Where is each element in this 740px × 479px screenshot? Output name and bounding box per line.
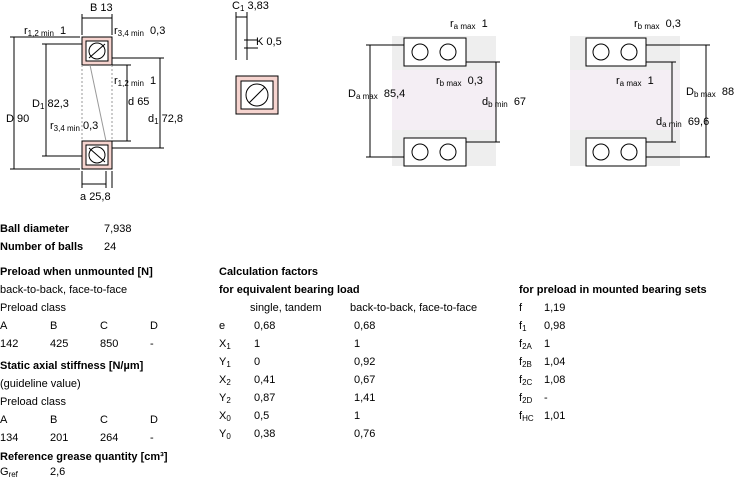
calc-value-single: 0 [254,356,261,368]
abutment-drawing-2 [570,36,710,167]
stiffness-value-A: 134 [0,432,19,444]
calc-symbol: Y0 [219,428,231,441]
calc-value-pair: 0,67 [354,374,376,386]
grease-title: Reference grease quantity [cm³] [0,451,168,463]
calc-value-single: 0,38 [254,428,276,440]
dim-da: da min 69,6 [656,116,710,129]
dim-r34: r3,4 min 0,3 [114,25,166,38]
stiffness-class-A: A [0,414,8,426]
grease-symbol: Gref [0,466,18,479]
dim-ra1: ra max 1 [450,18,488,31]
mounted-symbol: f2A [519,338,532,351]
mounted-value: 0,98 [544,320,566,332]
profile-detail [235,12,279,115]
mounted-value: 1,19 [544,302,566,314]
mounted-symbol: f2C [519,374,533,387]
calc-value-pair: 0,92 [354,356,376,368]
mounted-value: 1,01 [544,410,566,422]
preload-class-C: C [100,320,108,332]
mounted-symbol: f1 [519,320,527,333]
calc-title: Calculation factors [219,266,319,278]
ball-diameter-label: Ball diameter [0,223,70,235]
calc-subtitle: for equivalent bearing load [219,284,360,296]
dim-d: d 65 [128,96,150,108]
stiffness-class-label: Preload class [0,396,67,408]
stiffness-title: Static axial stiffness [N/µm] [0,360,144,372]
dim-r12-inner-value: 1 [150,75,157,87]
ball-diameter-value: 7,938 [104,223,132,235]
dim-B: B 13 [90,2,113,14]
preload-class-A: A [0,320,8,332]
bearing-cross-section [10,14,164,188]
calc-value-single: 0,68 [254,320,276,332]
stiffness-value-C: 264 [100,432,119,444]
preload-arrangement: back-to-back, face-to-face [0,284,128,296]
dim-r34-inner: r3,4 min 0,3 [50,120,99,133]
calc-symbol: e [219,320,226,332]
calc-col1-header: single, tandem [250,302,322,314]
calc-symbol: X0 [219,410,231,423]
dim-rb1: rb max 0,3 [436,75,483,88]
abutment-drawing-1 [366,36,500,167]
mounted-title: for preload in mounted bearing sets [519,284,707,296]
calc-symbol: X2 [219,374,231,387]
calc-value-single: 1 [254,338,261,350]
mounted-value: 1 [544,338,551,350]
dim-rb2: rb max 0,3 [634,18,681,31]
preload-value-A: 142 [0,338,19,350]
calc-value-pair: 0,76 [354,428,376,440]
preload-value-B: 425 [50,338,69,350]
stiffness-note: (guideline value) [0,378,81,390]
mounted-value: 1,08 [544,374,566,386]
mounted-value: 1,04 [544,356,566,368]
calc-symbol: X1 [219,338,231,351]
stiffness-class-B: B [50,414,58,426]
stiffness-value-B: 201 [50,432,69,444]
stiffness-class-C: C [100,414,108,426]
dim-D1: D1 82,3 [32,98,69,111]
calc-value-single: 0,5 [254,410,270,422]
grease-value: 2,6 [50,466,66,478]
mounted-symbol: f2D [519,392,533,405]
dim-r12-inner: r1,2 min [114,75,144,88]
dim-a: a 25,8 [80,191,111,203]
calc-value-single: 0,87 [254,392,276,404]
calc-value-pair: 1 [354,410,361,422]
dim-db: db min 67 [482,96,527,109]
calc-value-pair: 0,68 [354,320,376,332]
dim-r12: r1,2 min 1 [24,25,67,38]
calc-value-pair: 1,41 [354,392,376,404]
dim-d1: d1 72,8 [148,113,184,126]
dim-D: D 90 [6,113,30,125]
mounted-symbol: fHC [519,410,534,423]
preload-value-C: 850 [100,338,119,350]
preload-class-label: Preload class [0,302,67,314]
mounted-symbol: f2B [519,356,532,369]
calc-symbol: Y2 [219,392,231,405]
calc-value-single: 0,41 [254,374,276,386]
bearing-drawings [10,12,710,188]
mounted-value: - [544,392,548,404]
mounted-symbol: f [519,302,523,314]
calc-symbol: Y1 [219,356,231,369]
preload-value-D: - [150,338,154,350]
dim-K: K 0,5 [256,36,282,48]
stiffness-value-D: - [150,432,154,444]
stiffness-class-D: D [150,414,158,426]
preload-title: Preload when unmounted [N] [0,266,153,278]
dim-ra2: ra max 1 [616,75,654,88]
dim-C1: C1 3,83 [232,0,269,13]
dim-Db: Db max 88 [686,86,735,99]
ball-count-value: 24 [104,241,117,253]
ball-count-label: Number of balls [0,241,84,253]
calc-value-pair: 1 [354,338,361,350]
calc-col2-header: back-to-back, face-to-face [350,302,478,314]
preload-class-D: D [150,320,158,332]
dim-Da: Da max 85,4 [348,88,406,101]
preload-class-B: B [50,320,58,332]
